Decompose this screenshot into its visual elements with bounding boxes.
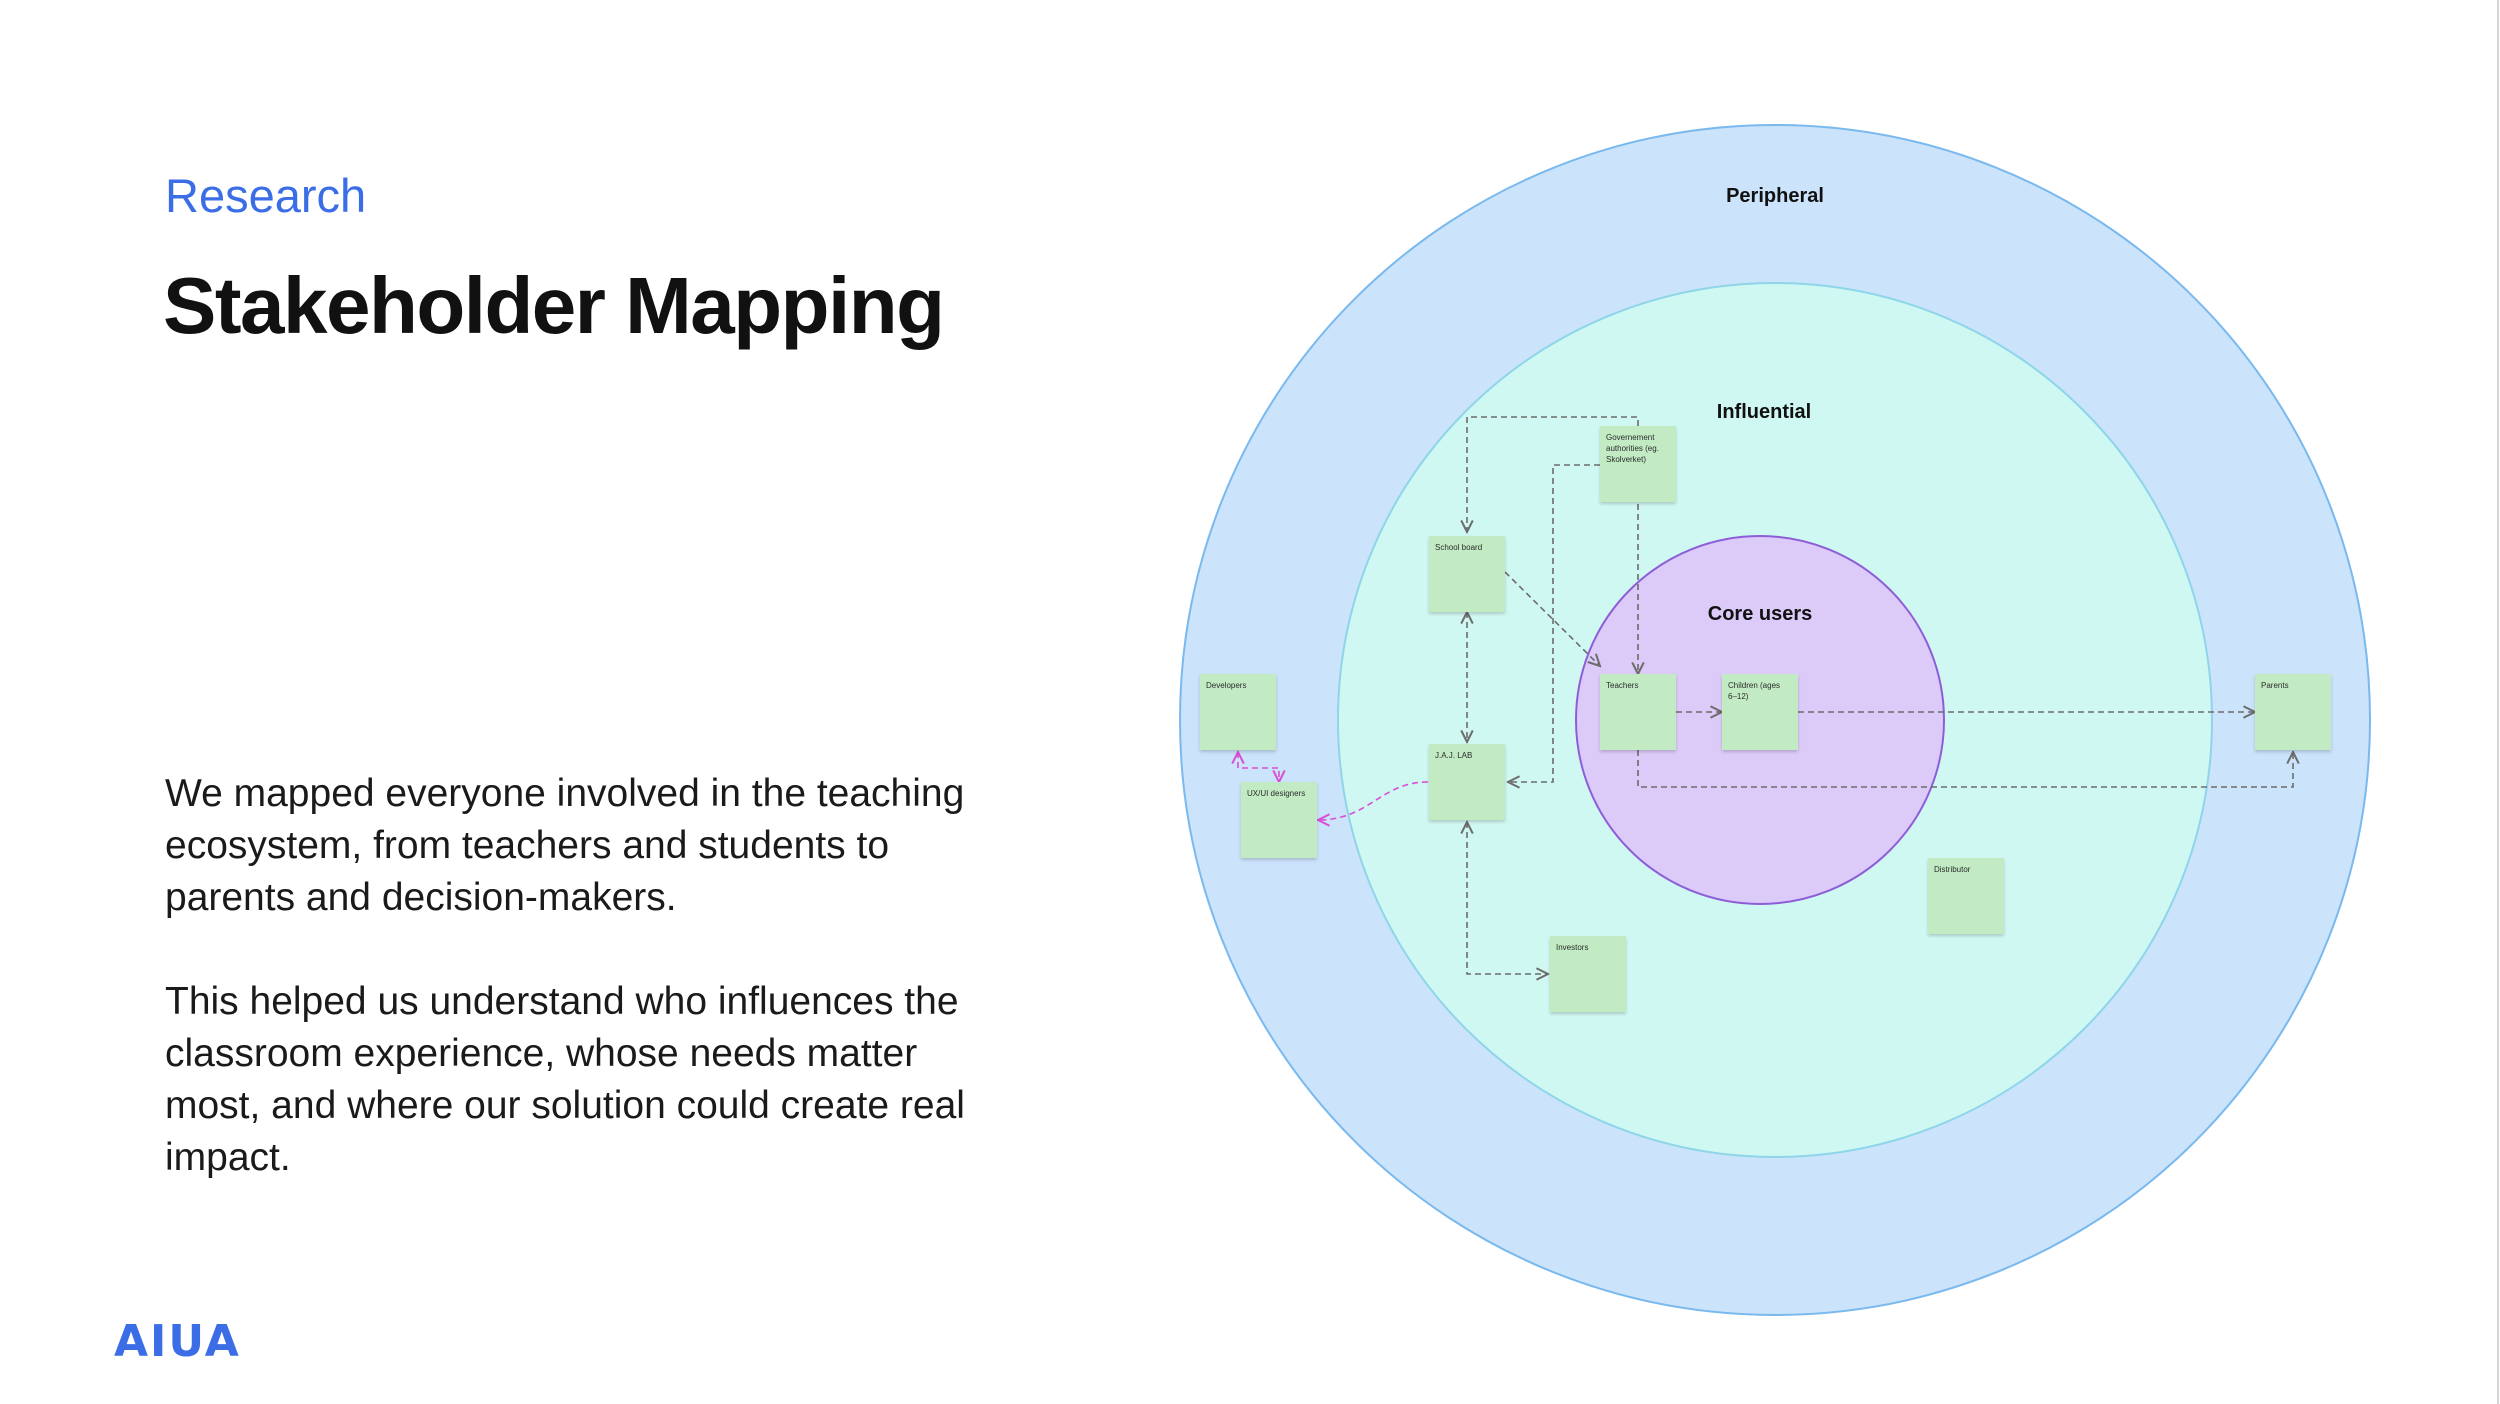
note-developers[interactable]: Developers	[1200, 674, 1276, 750]
note-children-line-1: Children (ages	[1728, 681, 1780, 690]
page-title: Stakeholder Mapping	[163, 261, 945, 350]
note-developers-label: Developers	[1206, 681, 1246, 690]
core-users-label: Core users	[1708, 603, 1813, 625]
note-parents[interactable]: Parents	[2255, 674, 2331, 750]
section-eyebrow: Research	[165, 169, 367, 222]
description-paragraph-2: This helped us understand who influences…	[165, 980, 965, 1179]
note-distributor-label: Distributor	[1934, 865, 1971, 874]
note-children-line-2: 6–12)	[1728, 692, 1749, 701]
note-school-board-label: School board	[1435, 543, 1482, 552]
note-teachers[interactable]: Teachers	[1600, 674, 1676, 750]
note-investors[interactable]: Investors	[1550, 936, 1626, 1012]
note-distributor[interactable]: Distributor	[1928, 858, 2004, 934]
accent-connectors	[1238, 752, 1429, 820]
influential-label: Influential	[1717, 401, 1811, 423]
note-government-line-3: Skolverket)	[1606, 455, 1646, 464]
note-investors-label: Investors	[1556, 943, 1588, 952]
page-edge-divider	[2497, 0, 2499, 1404]
note-jaj-lab-label: J.A.J. LAB	[1435, 751, 1472, 760]
connector-government-jajlab	[1508, 464, 1600, 782]
note-government[interactable]: Governement authorities (eg. Skolverket)	[1600, 426, 1676, 502]
description: We mapped everyone involved in the teach…	[165, 768, 965, 1236]
note-government-line-2: authorities (eg.	[1606, 444, 1659, 453]
connector-schoolboard-teachers	[1504, 571, 1600, 666]
note-ux-ui-label: UX/UI designers	[1247, 789, 1305, 798]
note-school-board[interactable]: School board	[1429, 536, 1505, 612]
aiua-logo: AIUA	[114, 1316, 241, 1367]
connector-jajlab-investors	[1467, 822, 1548, 974]
note-government-line-1: Governement	[1606, 433, 1655, 442]
connectors	[1467, 416, 2293, 974]
note-parents-label: Parents	[2261, 681, 2289, 690]
note-children[interactable]: Children (ages 6–12)	[1722, 674, 1798, 750]
connector-jajlab-uxui	[1318, 781, 1429, 820]
connector-teachers-parents	[1637, 750, 2293, 788]
connector-developers-uxui	[1238, 752, 1279, 782]
connector-government-schoolboard	[1467, 416, 1639, 532]
note-ux-ui-designers[interactable]: UX/UI designers	[1241, 782, 1317, 858]
note-jaj-lab[interactable]: J.A.J. LAB	[1429, 744, 1505, 820]
note-teachers-label: Teachers	[1606, 681, 1638, 690]
peripheral-label: Peripheral	[1726, 185, 1824, 207]
description-paragraph-1: We mapped everyone involved in the teach…	[165, 772, 965, 919]
